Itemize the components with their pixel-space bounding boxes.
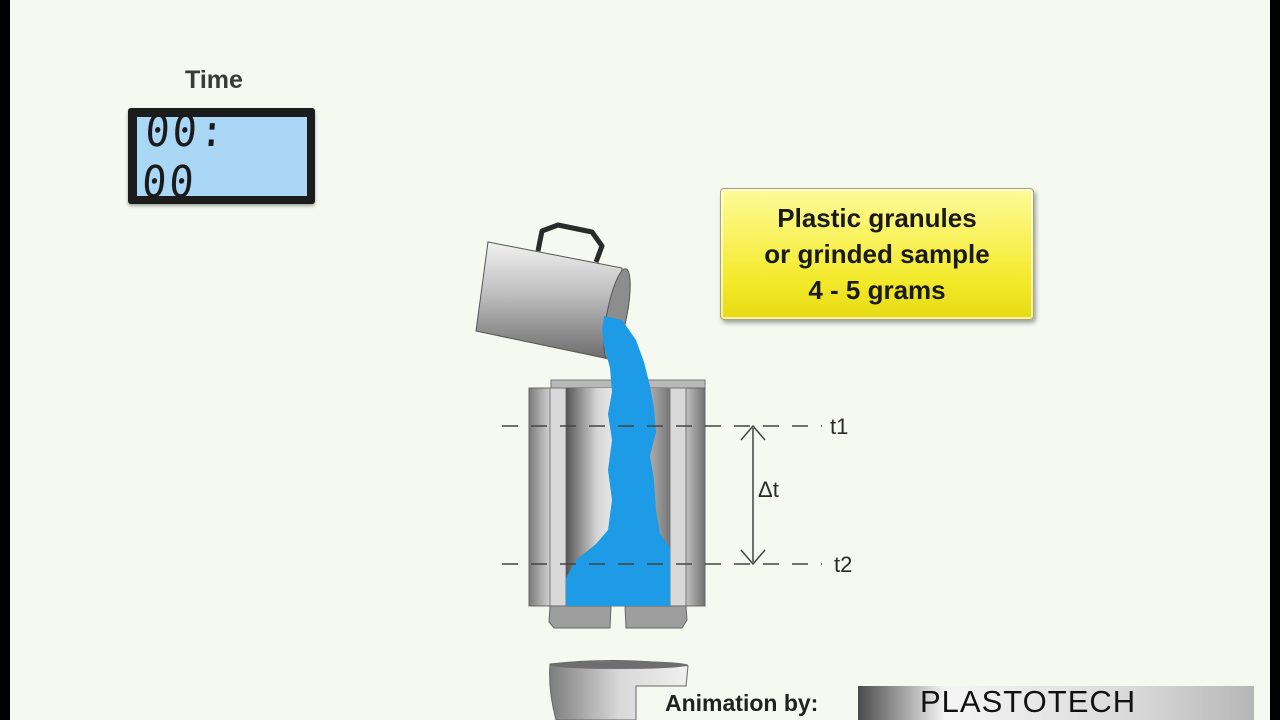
marker-t2-label: t2 <box>834 552 852 577</box>
brand-banner <box>858 686 1254 720</box>
callout-line-3: 4 - 5 grams <box>808 275 946 305</box>
sample-callout: Plastic granules or grinded sample 4 - 5… <box>720 188 1034 320</box>
digital-timer: 00: 00 <box>128 106 315 208</box>
melt-flow-diagram: t1 t2 Δt <box>475 222 852 720</box>
timer-screen: 00: 00 <box>137 106 307 208</box>
collection-dish-icon <box>549 659 689 720</box>
animation-credit: Animation by: <box>665 690 819 716</box>
marker-t1-label: t1 <box>830 414 848 439</box>
sample-granules <box>566 316 670 606</box>
timer-label: Time <box>185 66 243 94</box>
callout-text: Plastic granules or grinded sample 4 - 5… <box>764 200 989 308</box>
callout-line-2: or grinded sample <box>764 239 990 269</box>
interval-label: Δt <box>758 477 779 502</box>
brand-name: PLASTOTECH <box>920 684 1137 719</box>
interval-arrow <box>740 424 766 566</box>
callout-line-1: Plastic granules <box>777 203 977 233</box>
animation-stage: Time 00: 00 <box>10 0 1270 720</box>
